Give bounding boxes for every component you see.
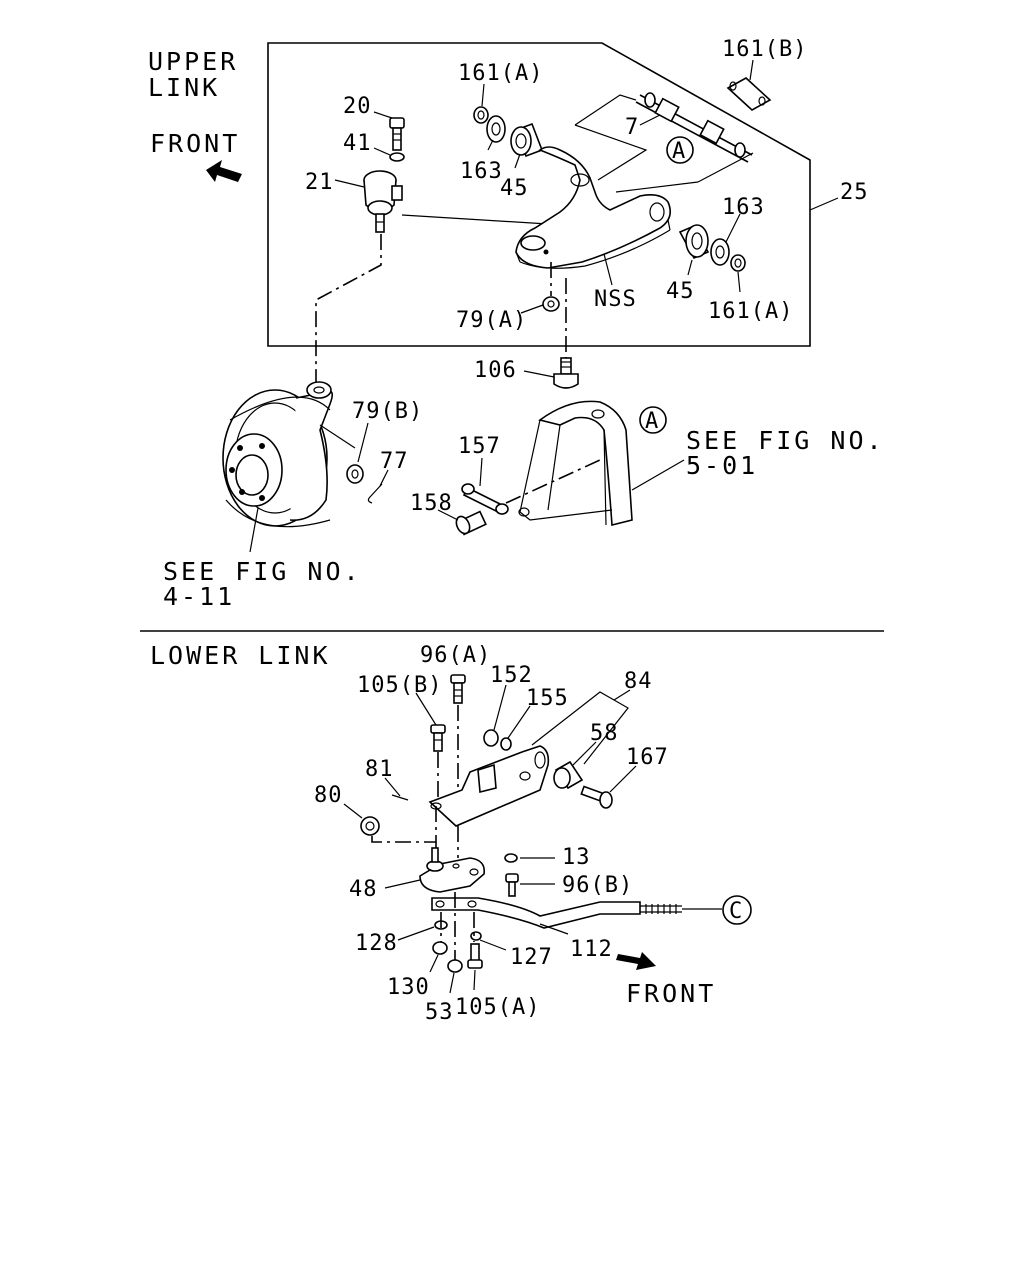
ball-joint-21: [363, 170, 403, 233]
clip-81: [391, 794, 409, 801]
callout-20: 20: [343, 94, 372, 119]
callout-161a-top: 161(A): [458, 61, 543, 86]
ref-circle-c: C: [722, 895, 752, 925]
bracket-157: [461, 483, 509, 516]
shaft-7: [635, 92, 753, 163]
callout-161b: 161(B): [722, 37, 807, 62]
callout-84: 84: [624, 669, 653, 694]
nut-161a-right: [730, 254, 746, 272]
front-arrow-lower-icon: [616, 952, 656, 970]
bolt-106: [553, 357, 579, 389]
callout-79b: 79(B): [352, 399, 423, 424]
nut-79a: [542, 296, 560, 312]
washer-163-right: [710, 238, 730, 266]
callout-157: 157: [458, 434, 501, 459]
upper-link-section: UPPER LINK FRONT 25 20 41: [148, 37, 885, 611]
callout-45-left: 45: [500, 176, 529, 201]
nut-161a-top: [473, 106, 489, 124]
washer-127: [470, 931, 482, 941]
nut-79b: [346, 464, 364, 484]
callout-25: 25: [840, 180, 869, 205]
bolt-96b: [505, 873, 519, 897]
callout-81: 81: [365, 757, 394, 782]
front-arrow-upper-icon: [206, 160, 242, 182]
alignment-line-balljoint: [315, 234, 382, 385]
bushing-45-left: [510, 122, 544, 158]
ref-circle-a-1: A: [666, 136, 694, 164]
see-fig-5-01-number: 5-01: [686, 451, 758, 480]
bolt-105b: [430, 724, 446, 752]
washer-41: [389, 152, 405, 162]
callout-106: 106: [474, 358, 517, 383]
lower-link-title: LOWER LINK: [150, 641, 331, 670]
shaft-bracket: [574, 94, 754, 183]
shim-161b: [726, 77, 772, 111]
callout-155: 155: [526, 686, 569, 711]
callout-128: 128: [355, 931, 398, 956]
callout-130: 130: [387, 975, 430, 1000]
nut-152: [483, 729, 499, 747]
cotter-pin-77: [367, 483, 383, 504]
svg-text:A: A: [672, 139, 686, 164]
upper-link-title-2: LINK: [148, 73, 220, 102]
callout-45-right: 45: [666, 279, 695, 304]
callout-21: 21: [305, 170, 334, 195]
bushing-58: [553, 760, 584, 790]
callout-53: 53: [425, 1000, 454, 1025]
callout-158: 158: [410, 491, 453, 516]
front-label-lower: FRONT: [626, 979, 716, 1008]
bolt-20: [389, 117, 405, 151]
callout-77: 77: [380, 449, 409, 474]
bushing-45-right: [678, 224, 710, 260]
callout-96a: 96(A): [420, 643, 491, 668]
washer-163-left: [486, 115, 506, 143]
lower-link-section: LOWER LINK 96(A) 105(B) 152 155: [150, 641, 752, 1025]
callout-161a-right: 161(A): [708, 299, 793, 324]
callout-79a: 79(A): [456, 308, 527, 333]
see-fig-4-11-number: 4-11: [163, 582, 235, 611]
washer-155: [500, 737, 512, 751]
ref-circle-a-2: A: [639, 406, 667, 434]
steering-knuckle-hub: [222, 381, 334, 528]
callout-105a: 105(A): [455, 995, 540, 1020]
callout-48: 48: [349, 877, 378, 902]
nut-130: [432, 941, 448, 955]
callout-163-right: 163: [722, 195, 765, 220]
assembly-boundary: [267, 42, 811, 347]
nut-53: [447, 959, 463, 973]
see-fig-4-11-text: SEE FIG NO.: [163, 557, 362, 586]
callout-105b: 105(B): [357, 673, 442, 698]
ball-joint-48: [419, 847, 486, 893]
callout-167: 167: [626, 745, 669, 770]
bolt-105a: [467, 943, 483, 969]
callout-96b: 96(B): [562, 873, 633, 898]
callout-152: 152: [490, 663, 533, 688]
washer-13: [504, 853, 518, 863]
frame-bracket: [518, 400, 633, 527]
upper-control-arm: [515, 146, 671, 269]
callout-41: 41: [343, 131, 372, 156]
callout-112: 112: [570, 937, 613, 962]
callout-nss: NSS: [594, 287, 637, 312]
see-fig-5-01-text: SEE FIG NO.: [686, 426, 885, 455]
callout-7: 7: [625, 115, 639, 140]
nut-80: [360, 816, 380, 836]
upper-link-title-1: UPPER: [148, 47, 238, 76]
svg-text:C: C: [729, 899, 743, 924]
callout-80: 80: [314, 783, 343, 808]
bolt-158: [455, 510, 487, 536]
bracket-84: [428, 745, 550, 827]
front-label-upper: FRONT: [150, 129, 240, 158]
callout-58: 58: [590, 721, 619, 746]
svg-text:A: A: [645, 409, 659, 434]
leader-25: [809, 197, 839, 211]
strut-bar-112: [431, 897, 682, 929]
bolt-167: [580, 785, 613, 809]
callout-127: 127: [510, 945, 553, 970]
callout-163-left: 163: [460, 159, 503, 184]
bolt-96a: [450, 674, 466, 704]
callout-13: 13: [562, 845, 591, 870]
